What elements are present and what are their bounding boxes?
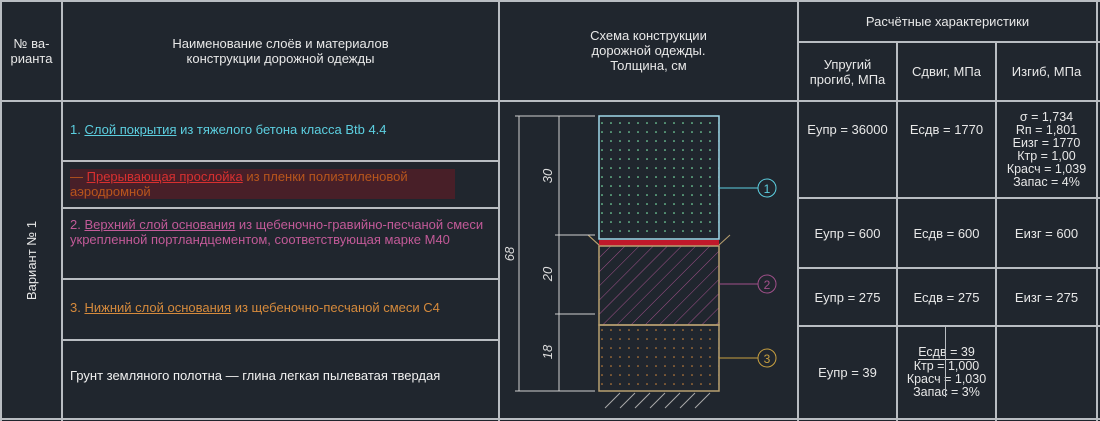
header-variant: № ва- рианта	[10, 36, 53, 66]
bend-value: Красч = 1,039	[1006, 161, 1087, 176]
shear-1: Есдв = 1770	[909, 122, 984, 137]
grid-line	[61, 160, 498, 162]
layer-2-block	[598, 245, 720, 326]
layer-name: Слой покрытия	[84, 122, 177, 137]
grid-line	[896, 41, 898, 421]
interlayer-block	[599, 240, 719, 246]
layer-prefix: 1.	[70, 122, 85, 137]
grid-line	[61, 207, 498, 209]
marker-1-label: 1	[764, 182, 771, 196]
marker-2	[757, 274, 777, 294]
grid-line	[61, 339, 498, 341]
ground-hatch	[604, 392, 711, 409]
elastic-2: Еупр = 600	[814, 225, 881, 241]
layer-2: 2. Верхний слой основания из щебеночно-г…	[70, 217, 490, 247]
layer-3-block	[598, 324, 720, 392]
layer-1-block	[598, 115, 720, 240]
layer-subgrade: Грунт земляного полотна — глина легкая п…	[70, 368, 441, 383]
marker-2-label: 2	[764, 278, 771, 292]
shear-value: Запас = 3%	[913, 385, 980, 399]
elastic-4: Еупр = 39	[818, 365, 877, 380]
bend-value: Еизг = 1770	[1012, 135, 1081, 150]
grid-line	[61, 0, 63, 421]
dimension-lines	[515, 115, 595, 392]
layer-desc: из щебеночно-гравийно-песчаной смеси укр…	[70, 217, 484, 247]
layer-prefix: —	[70, 169, 87, 184]
elastic-1: Еупр = 36000	[807, 122, 888, 137]
marker-3-label: 3	[764, 352, 771, 366]
bend-value: Rп = 1,801	[1015, 122, 1078, 137]
variant-label: Вариант № 1	[24, 220, 39, 300]
marker-3	[757, 348, 777, 368]
layer-3: 3. Нижний слой основания из щебеночно-пе…	[70, 300, 490, 315]
pavement-scheme: 68 30 20 18 1 2 3	[502, 115, 777, 409]
grid-line	[797, 197, 1100, 199]
cursor-line	[945, 325, 946, 397]
header-calc-group: Расчётные характеристики	[865, 14, 1030, 29]
header-elastic: Упругий прогиб, МПа	[809, 56, 886, 87]
grid-line	[61, 278, 498, 280]
header-scheme: Схема конструкции дорожной одежды. Толщи…	[590, 28, 707, 73]
layer-desc: из щебеночно-песчаной смеси С4	[231, 300, 440, 315]
grid-line	[498, 0, 500, 421]
header-shear: Сдвиг, МПа	[912, 64, 981, 79]
grid-line	[0, 100, 1100, 102]
grid-line	[0, 0, 2, 421]
shear-value: Ктр = 1,000	[913, 359, 980, 373]
header-layers: Наименование слоёв и материалов конструк…	[172, 36, 389, 66]
layer-interlayer: — Прерывающая прослойка из пленки полиэт…	[70, 169, 455, 199]
grid-line	[797, 0, 799, 421]
layer-prefix: 2.	[70, 217, 85, 232]
dim-layer-2: 20	[540, 266, 555, 282]
grid-line	[797, 325, 1100, 327]
bend-value: Ктр = 1,00	[1017, 148, 1076, 163]
shear-2: Есдв = 600	[913, 225, 980, 241]
shear-3: Есдв = 275	[913, 289, 980, 305]
bend-2: Еизг = 600	[1014, 225, 1079, 241]
grid-line	[797, 41, 1100, 43]
layer-name: Верхний слой основания	[84, 217, 236, 232]
elastic-3: Еупр = 275	[814, 289, 881, 305]
marker-1	[757, 178, 777, 198]
shear-value: Красч = 1,030	[906, 372, 987, 386]
layer-desc: из пленки полиэтиленовой аэродромной	[70, 169, 408, 199]
bend-value: σ = 1,734	[1019, 109, 1074, 124]
dim-total: 68	[502, 246, 517, 261]
variant-cell: Вариант № 1	[2, 102, 61, 418]
grid-line	[797, 267, 1100, 269]
header-bend: Изгиб, МПа	[1011, 64, 1082, 79]
grid-line	[0, 418, 1100, 420]
layer-name: Нижний слой основания	[84, 300, 232, 315]
grid-line	[1096, 0, 1098, 421]
dim-layer-3: 18	[540, 344, 555, 359]
bend-3: Еизг = 275	[1014, 289, 1079, 305]
dim-layer-1: 30	[540, 168, 555, 183]
layer-name: Прерывающая прослойка	[86, 169, 243, 184]
grid-line	[0, 0, 1100, 2]
grid-line	[995, 41, 997, 421]
bend-value: Запас = 4%	[1013, 174, 1080, 189]
shear-value: Есдв = 39	[918, 345, 975, 360]
layer-prefix: 3.	[70, 300, 85, 315]
layer-1: 1. Слой покрытия из тяжелого бетона клас…	[70, 122, 490, 137]
layer-desc: из тяжелого бетона класса Btb 4.4	[176, 122, 387, 137]
